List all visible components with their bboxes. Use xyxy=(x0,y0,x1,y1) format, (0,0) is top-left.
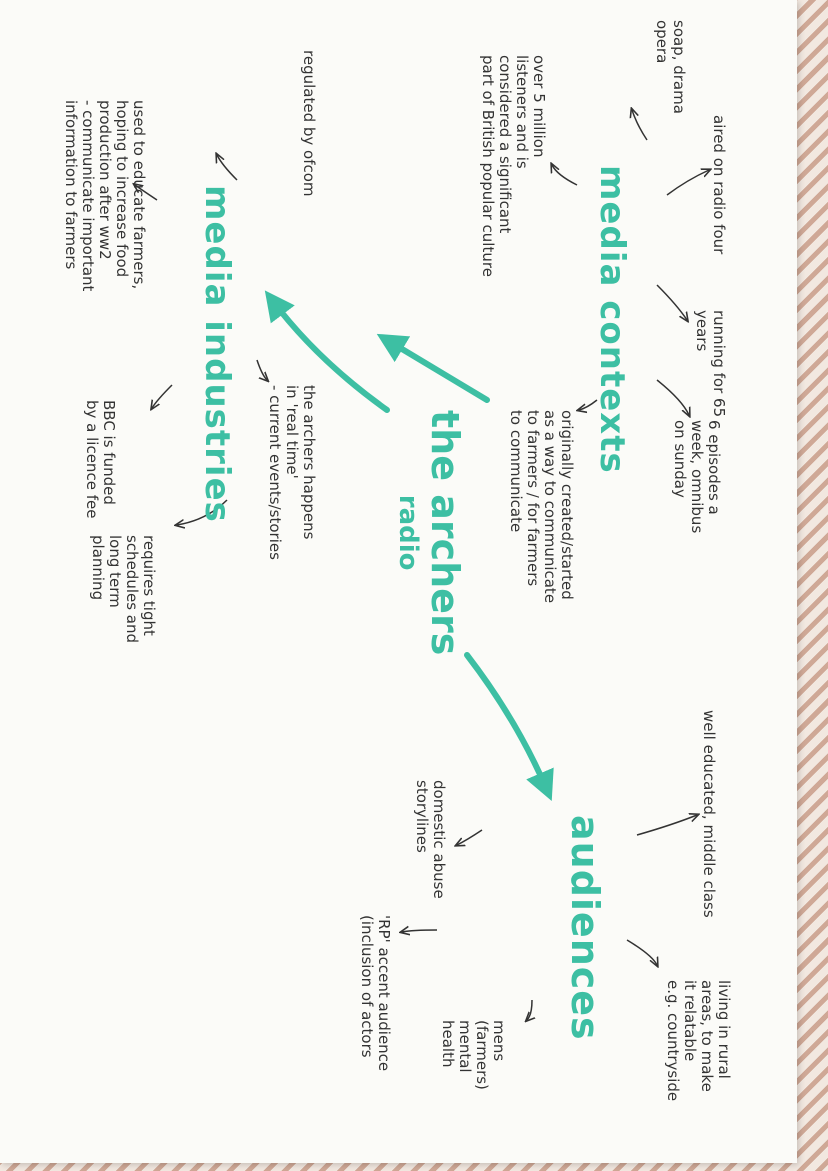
arrow-to-audiences xyxy=(464,652,554,802)
arrow-origin xyxy=(579,399,598,410)
arrow-domestic xyxy=(457,829,483,845)
arrow-rp xyxy=(402,930,438,932)
connector-layer xyxy=(0,0,797,1171)
note-schedules: requires tight schedules and long term p… xyxy=(89,535,158,644)
note-soap: soap, drama opera xyxy=(653,20,688,114)
arrow-rural xyxy=(626,939,657,965)
arrow-running xyxy=(656,284,687,320)
mind-map: the archers radio media contexts media i… xyxy=(0,0,797,1171)
arrow-mens xyxy=(527,999,532,1020)
arrow-soap xyxy=(632,110,648,141)
note-mens: mens (farmers) mental health xyxy=(439,1020,508,1090)
paper-sheet: the archers radio media contexts media i… xyxy=(62,20,733,1102)
note-rural: living in rural areas, to make it relata… xyxy=(664,980,733,1102)
arrow-schedules xyxy=(177,499,228,525)
arrow-ofcom xyxy=(217,155,238,181)
arrow-educated xyxy=(636,815,697,836)
topic-media-contexts: media contexts xyxy=(592,165,632,474)
arrow-aired xyxy=(666,170,709,196)
arrow-bbc xyxy=(152,384,173,408)
note-educated: well educated, middle class xyxy=(700,710,718,918)
note-rp: 'RP' accent audience (inclusion of actor… xyxy=(358,915,393,1072)
hub-subtitle: radio xyxy=(393,494,423,571)
note-running: running for 65 years xyxy=(693,310,728,418)
note-listeners: over 5 million listeners and is consider… xyxy=(479,55,548,277)
arrow-to-media-contexts xyxy=(376,333,490,403)
topic-audiences: audiences xyxy=(563,815,607,1041)
note-aired: aired on radio four xyxy=(710,115,728,255)
note-origin: originally created/started as a way to c… xyxy=(507,410,576,604)
topic-media-industries: media industries xyxy=(197,185,237,523)
hub-node: the archers radio xyxy=(393,410,467,655)
arrow-listeners xyxy=(552,165,578,186)
arrow-educate xyxy=(135,185,158,201)
hub-title: the archers xyxy=(423,410,467,656)
arrow-to-media-industries xyxy=(264,290,390,413)
note-educate: used to educate farmers, hoping to incre… xyxy=(62,100,148,292)
arrow-real-time xyxy=(256,359,267,380)
note-real-time: the archers happens in 'real time' - cur… xyxy=(266,385,318,560)
note-episodes: 6 episodes a week, omnibus on sunday xyxy=(671,420,723,534)
note-domestic: domestic abuse storylines xyxy=(413,780,448,899)
note-bbc: BBC is funded by a licence fee xyxy=(83,400,118,519)
note-ofcom: regulated by ofcom xyxy=(300,50,318,197)
arrow-episodes xyxy=(656,379,689,415)
